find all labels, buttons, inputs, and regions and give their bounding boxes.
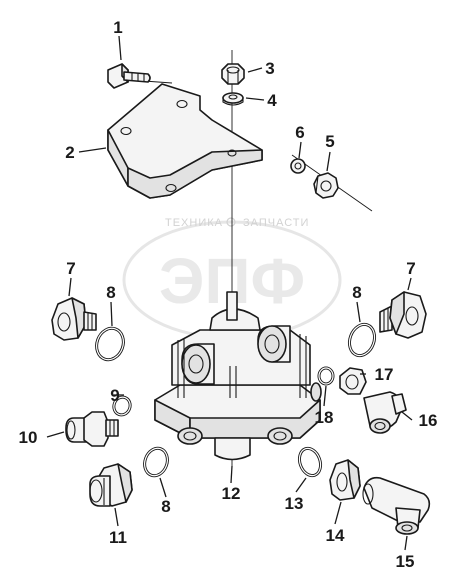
fitting-part-7-right — [379, 291, 427, 339]
callout-2: 2 — [65, 143, 74, 162]
fitting-part-11 — [89, 463, 133, 507]
fitting-part-7-left — [51, 297, 97, 341]
callout-1: 1 — [113, 18, 122, 37]
callout-16: 16 — [419, 411, 438, 430]
callout-18: 18 — [315, 408, 334, 427]
callout-8-left: 8 — [106, 283, 115, 302]
watermark-dot-icon — [226, 217, 236, 227]
o-ring-part-8-left — [95, 326, 125, 362]
callout-7-right: 7 — [406, 259, 415, 278]
o-ring-part-8-bottom — [143, 446, 169, 478]
o-ring-part-18 — [317, 366, 335, 386]
callout-11: 11 — [109, 528, 127, 547]
bracket-part-2 — [107, 83, 263, 199]
o-ring-part-13 — [297, 446, 323, 478]
bolt-part-1 — [107, 63, 151, 89]
elbow-fitting-part-16 — [363, 391, 407, 434]
callout-5: 5 — [325, 132, 334, 151]
nut-part-17 — [339, 367, 367, 395]
callout-6: 6 — [295, 123, 304, 142]
callout-9: 9 — [110, 386, 119, 405]
watermark-top-text-right: ЗАПЧАСТИ — [243, 217, 309, 229]
nut-part-5 — [313, 172, 339, 199]
callout-17: 17 — [375, 365, 394, 384]
washer-part-4 — [222, 92, 244, 106]
callout-13: 13 — [285, 494, 304, 513]
fitting-part-10 — [65, 411, 119, 447]
callout-4: 4 — [267, 91, 277, 110]
callout-3: 3 — [265, 59, 274, 78]
callout-14: 14 — [326, 526, 345, 545]
callout-15: 15 — [396, 552, 415, 571]
valve-body-part-12 — [154, 291, 322, 461]
callout-8-right: 8 — [352, 283, 361, 302]
watermark-top-text: ТЕХНИКА — [165, 217, 223, 229]
callout-labels: 1 2 3 4 5 6 7 7 8 8 8 9 10 11 12 13 14 1… — [19, 18, 438, 571]
washer-part-6 — [290, 158, 306, 174]
nut-part-14 — [329, 459, 361, 501]
o-ring-part-8-right — [347, 322, 377, 358]
elbow-fitting-part-15 — [362, 476, 431, 535]
o-ring-part-9 — [112, 395, 132, 417]
leader-lines — [46, 35, 413, 551]
callout-8-bottom: 8 — [161, 497, 170, 516]
callout-12: 12 — [222, 484, 241, 503]
nut-part-3 — [221, 63, 245, 85]
callout-10: 10 — [19, 428, 38, 447]
callout-7-left: 7 — [66, 259, 75, 278]
